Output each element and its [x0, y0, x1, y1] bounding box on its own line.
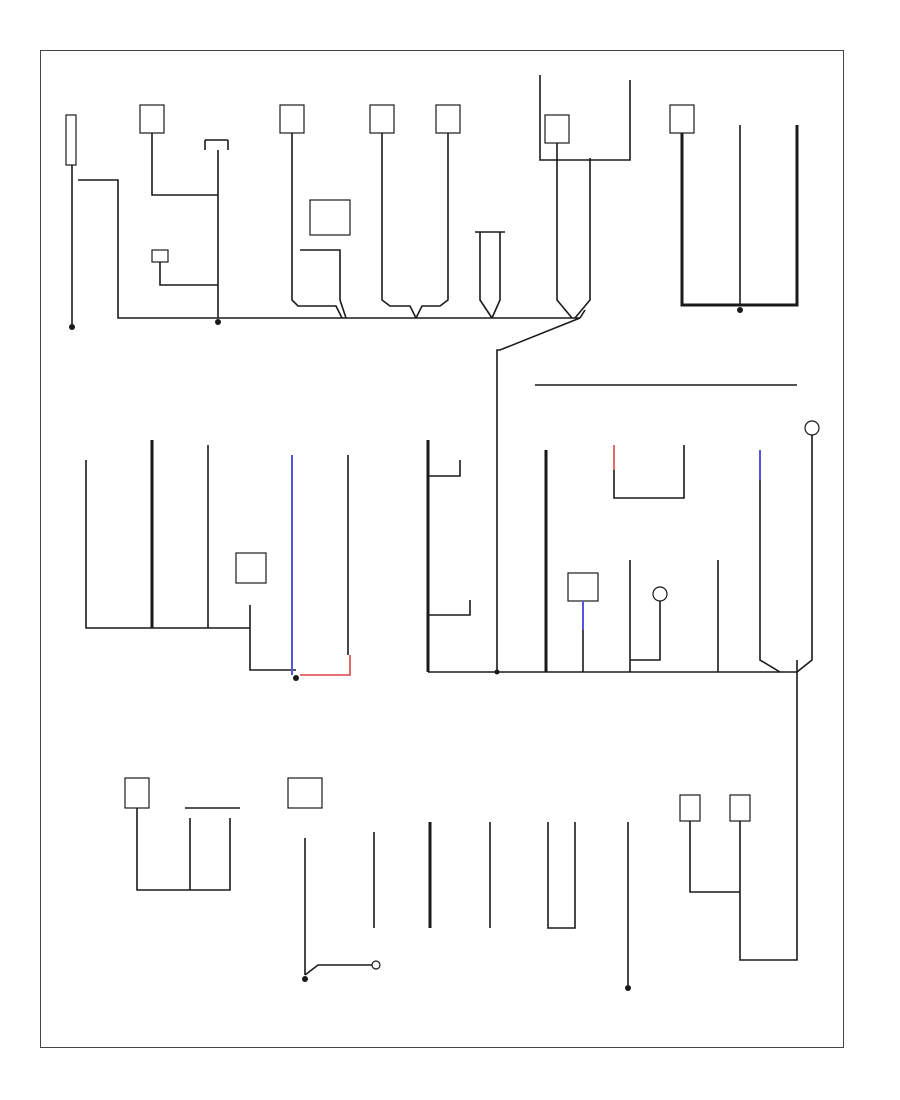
wire — [136, 808, 231, 891]
wire — [304, 964, 372, 976]
ground-point-middle-left — [293, 675, 299, 681]
wire — [547, 822, 576, 929]
wire — [300, 249, 347, 319]
component-box — [729, 794, 751, 822]
component-box — [669, 104, 695, 134]
ground-point-right — [737, 307, 743, 313]
wire — [475, 231, 505, 319]
splice-point — [494, 669, 500, 675]
ground-point-bottom-center — [625, 985, 631, 991]
component-box — [287, 777, 323, 809]
wire — [159, 262, 218, 286]
component-box — [567, 572, 599, 602]
wire — [689, 821, 740, 893]
bottom-section — [124, 777, 751, 991]
ground-point-battery — [69, 324, 75, 330]
wire — [249, 605, 296, 671]
wire — [151, 133, 218, 196]
splice-point — [215, 319, 221, 325]
component-box — [309, 199, 351, 236]
component-box — [544, 114, 570, 144]
main-ground-bus-wire — [78, 179, 580, 319]
wire — [85, 460, 250, 629]
component-box — [235, 552, 267, 584]
diagram-frame — [40, 50, 844, 1048]
connector-outline — [539, 75, 631, 161]
lamp — [652, 586, 668, 602]
wire — [556, 143, 591, 319]
connector — [204, 139, 229, 150]
component-box — [139, 104, 165, 134]
component-box — [151, 249, 169, 263]
red-wire — [300, 655, 351, 676]
wire — [428, 460, 461, 477]
wire — [613, 445, 685, 499]
component-box — [679, 794, 701, 822]
wire — [381, 133, 417, 319]
component-box — [435, 104, 461, 134]
wire — [496, 309, 586, 670]
middle-section — [85, 384, 820, 961]
ground-point-bottom-left — [302, 976, 308, 982]
wire — [759, 480, 781, 673]
ground-bus-wire — [428, 660, 798, 673]
battery — [65, 114, 77, 166]
connector-ring — [371, 960, 381, 970]
wire — [291, 133, 343, 319]
wire — [739, 435, 813, 961]
wire — [428, 600, 471, 616]
lamp — [804, 420, 820, 436]
component-box — [279, 104, 305, 134]
component-box — [124, 777, 150, 809]
wire — [415, 133, 449, 319]
top-section — [65, 75, 799, 670]
component-box — [369, 104, 395, 134]
wire — [629, 560, 661, 672]
